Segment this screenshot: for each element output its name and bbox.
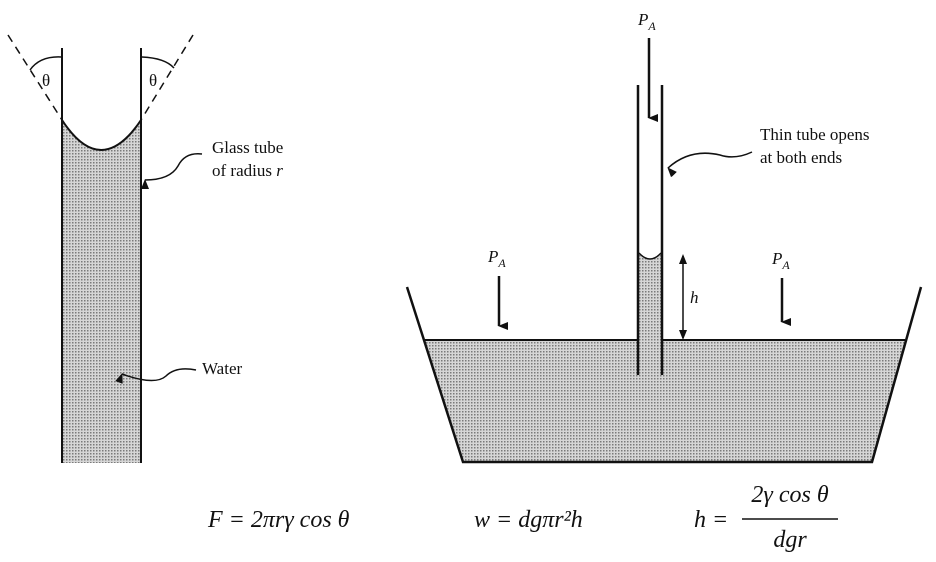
thin-tube-label-2: at both ends <box>760 148 842 167</box>
height-equation-numerator: 2γ cos θ <box>751 482 828 508</box>
thin-tube-pointer <box>667 151 753 178</box>
angle-arc-right <box>141 56 175 69</box>
weight-equation: w = dgπr²h <box>474 507 583 533</box>
pressure-label-right: PA <box>771 249 790 272</box>
basin-outline <box>405 286 923 464</box>
contact-angle-line-left <box>7 34 63 121</box>
glass-tube-radius-label: of radius r <box>212 161 283 180</box>
height-equation-denominator: dgr <box>773 527 807 553</box>
basin-figure: PA PA PA h Thin tube opens at both ends <box>405 10 923 464</box>
angle-arc-left <box>29 56 62 71</box>
glass-tube-figure: θ θ Glass tube of radius r Water <box>7 34 283 463</box>
tube-liquid <box>639 253 661 375</box>
theta-label-right: θ <box>149 71 157 90</box>
height-label: h <box>690 288 699 307</box>
force-equation: F = 2πrγ cos θ <box>207 507 350 533</box>
contact-angle-line-right <box>140 34 194 121</box>
height-equation-lhs: h = <box>694 507 728 533</box>
basin-water <box>425 340 905 462</box>
theta-label-left: θ <box>42 71 50 90</box>
water-column <box>62 120 141 463</box>
water-label: Water <box>202 359 242 378</box>
water-pointer <box>115 368 197 384</box>
pressure-label-left: PA <box>487 247 506 270</box>
pressure-label-top: PA <box>637 10 656 33</box>
glass-tube-label: Glass tube <box>212 138 283 157</box>
thin-tube-label: Thin tube opens <box>760 125 870 144</box>
glass-tube-pointer <box>141 153 203 190</box>
